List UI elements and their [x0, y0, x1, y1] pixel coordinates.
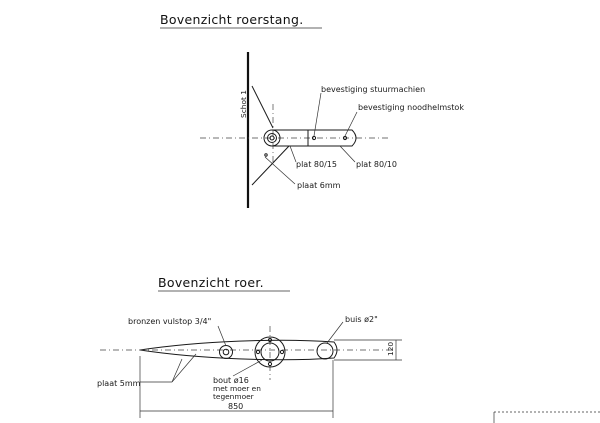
tube-2inch — [316, 342, 334, 360]
roerstang-title: Bovenzicht roerstang. — [160, 12, 303, 27]
flange-bolt-left — [255, 349, 261, 355]
emergency-tiller-hole — [342, 135, 348, 141]
width-dimension-value: 120 — [386, 342, 395, 356]
label-bronze-filler-plug: bronzen vulstop 3/4" — [128, 317, 211, 326]
label-steering-machine-mount: bevestiging stuurmachien — [321, 85, 425, 94]
stock-flange-outer — [254, 336, 286, 368]
leader-tube — [326, 321, 344, 344]
plate-6mm-lower-edge — [251, 145, 290, 186]
steering-machine-hole — [311, 135, 317, 141]
leader-steering-machine — [313, 92, 322, 137]
leader-bolt — [232, 359, 263, 377]
leader-emergency-tiller — [344, 111, 358, 137]
label-tube: buis ø2" — [345, 315, 378, 324]
label-bolt-line3: tegenmoer — [213, 392, 255, 401]
flange-bolt-right — [279, 349, 285, 355]
flange-bolt-top — [267, 337, 273, 343]
leader-plate-80-15 — [289, 145, 297, 163]
plate-6mm-upper-edge — [251, 85, 274, 129]
leader-plate-5mm-b — [171, 358, 183, 383]
label-plate-80-10: plat 80/10 — [356, 160, 397, 169]
label-bolt-line1: bout ø16 — [213, 376, 249, 385]
bulkhead-label: Schot 1 — [239, 90, 248, 118]
label-bolt-line2: met moer en — [213, 384, 261, 393]
pivot-boss-inner — [267, 133, 277, 143]
leader-filler-plug — [217, 325, 227, 347]
pivot-boss-core — [269, 135, 275, 141]
flange-bolt-bottom — [267, 361, 273, 367]
stock-flange-inner — [260, 342, 280, 362]
leader-plate-80-10 — [339, 145, 356, 163]
length-dimension-value: 850 — [228, 402, 243, 411]
leader-plate-5mm-a — [171, 353, 197, 383]
plate-80-10 — [308, 129, 357, 147]
roer-title: Bovenzicht roer. — [158, 275, 264, 290]
filler-plug-outer — [219, 345, 233, 359]
bracket-hole — [264, 153, 268, 157]
label-plate-6mm: plaat 6mm — [297, 181, 341, 190]
leader-plate-6mm — [264, 156, 296, 185]
label-emergency-tiller-mount: bevestiging noodhelmstok — [358, 103, 464, 112]
label-plate-5mm: plaat 5mm — [97, 379, 141, 388]
filler-plug-inner — [222, 348, 230, 356]
label-plate-80-15: plat 80/15 — [296, 160, 337, 169]
